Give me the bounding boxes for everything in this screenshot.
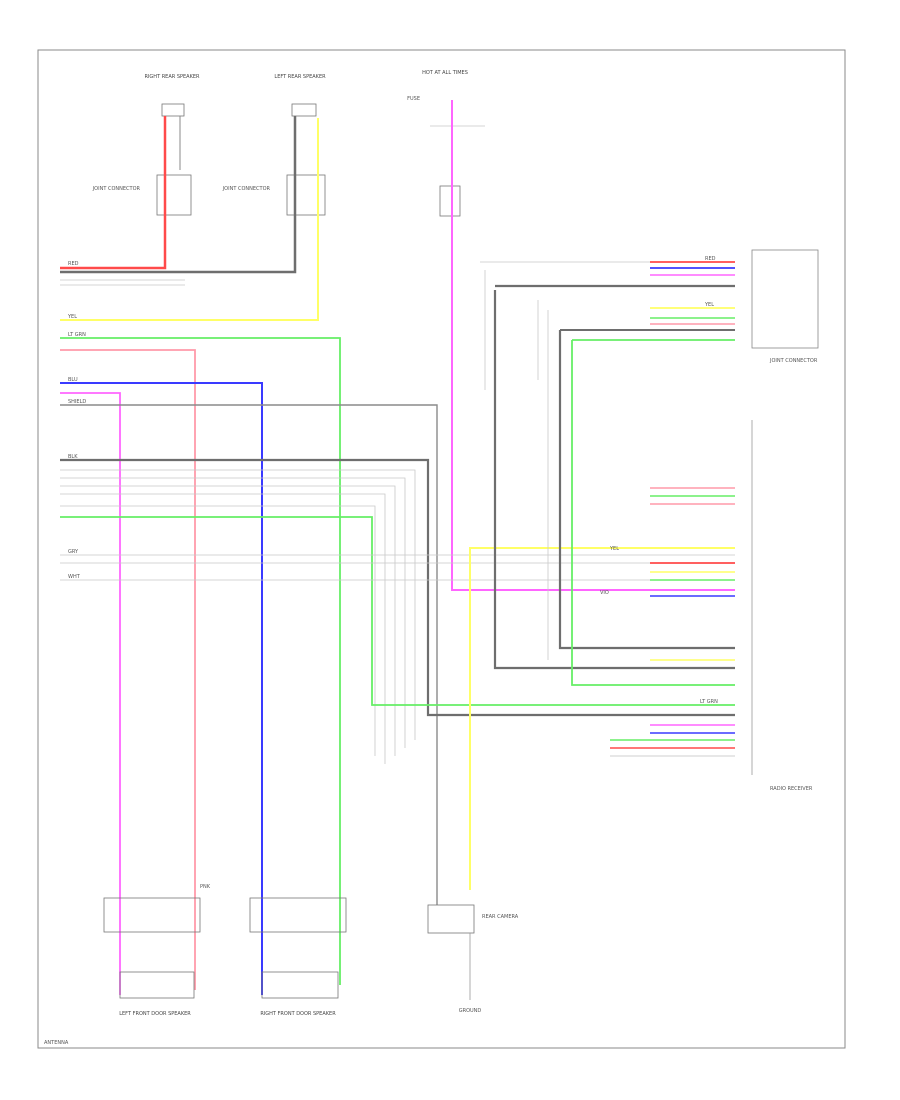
radio-receiver-label: RADIO RECEIVER — [770, 786, 813, 792]
wire-violet-fuse — [451, 100, 735, 591]
wire-label-shield: SHIELD — [68, 399, 86, 405]
wire-label-gry: GRY — [68, 549, 79, 555]
right-tweeter-box — [249, 897, 347, 933]
joint-connector-box — [751, 249, 819, 349]
left-tweeter-box — [103, 897, 201, 933]
wires-right-bus — [480, 261, 735, 686]
joint-connector-stubs — [650, 261, 735, 325]
wire-red-rear — [60, 116, 167, 270]
wire-pink-door-left — [60, 349, 196, 990]
rear-speaker-right-box — [161, 103, 185, 117]
fuse-group: HOT AT ALL TIMES FUSE — [407, 70, 485, 217]
rear-speaker-left-group: LEFT REAR SPEAKER JOINT CONNECTOR — [222, 74, 326, 216]
wire-ltgreen-receiver — [60, 516, 735, 706]
rear-connector-right-box — [286, 174, 326, 216]
rear-speaker-right-label: RIGHT REAR SPEAKER — [144, 74, 200, 80]
radio-receiver-group: RADIO RECEIVER — [610, 420, 813, 792]
wire-lgray-4 — [60, 477, 406, 748]
rear-speaker-left-label: LEFT REAR SPEAKER — [274, 74, 326, 80]
rear-camera-box — [427, 904, 475, 934]
wires-top-left — [60, 100, 735, 591]
rear-speaker-left-box — [291, 103, 317, 117]
wire-lgray-3 — [60, 469, 416, 740]
wire-shield — [60, 404, 438, 905]
right-door-speaker-group: RIGHT FRONT DOOR SPEAKER — [249, 897, 347, 1017]
rear-camera-group: REAR CAMERA GROUND — [427, 904, 519, 1014]
wire-label-blk: BLK — [68, 454, 78, 460]
rear-camera-label: REAR CAMERA — [482, 914, 519, 920]
rear-speaker-right-group: RIGHT REAR SPEAKER JOINT CONNECTOR — [92, 74, 200, 216]
left-door-speaker-group: LEFT FRONT DOOR SPEAKER — [103, 897, 201, 1017]
wire-label-wht: WHT — [68, 574, 81, 580]
wire-lgray-5 — [60, 485, 396, 756]
wire-label-yel-camera: YEL — [609, 546, 619, 552]
wire-label-grn-right: LT GRN — [700, 699, 718, 705]
diagram-frame — [37, 49, 846, 1049]
left-door-speaker-label: LEFT FRONT DOOR SPEAKER — [119, 1011, 191, 1017]
rear-connector-left-label: JOINT CONNECTOR — [92, 186, 141, 192]
wire-black-rear — [60, 116, 297, 274]
right-door-speaker-box — [261, 971, 339, 999]
ground-label: GROUND — [459, 1008, 482, 1014]
hot-at-all-times-label: HOT AT ALL TIMES — [422, 70, 468, 76]
fuse-label: FUSE — [407, 96, 420, 102]
page-code-label: ANTENNA — [44, 1040, 69, 1046]
fuse-connector-box — [439, 185, 461, 217]
wire-blue-door-right — [60, 382, 263, 995]
wire-green-receiver — [571, 340, 735, 686]
joint-connector-label: JOINT CONNECTOR — [769, 358, 818, 364]
wires-left-runs — [60, 337, 735, 995]
wire-label-yel: YEL — [67, 314, 77, 320]
wire-label-red-right: RED — [705, 256, 716, 262]
wire-label-yel-right: YEL — [704, 302, 714, 308]
wire-gray-receiver-a — [493, 290, 735, 670]
left-door-speaker-box — [119, 971, 195, 999]
wire-label-red: RED — [68, 261, 79, 267]
wire-label-vio: VIO — [600, 590, 609, 596]
wire-lgray-6 — [60, 493, 386, 764]
wire-label-grn: LT GRN — [68, 332, 86, 338]
wire-yellow-camera — [469, 547, 735, 890]
wire-green-door-right — [60, 337, 341, 985]
rear-connector-left-box — [156, 174, 192, 216]
wire-lgray-7 — [60, 505, 376, 756]
wire-label-blu: BLU — [68, 377, 78, 383]
right-door-speaker-label: RIGHT FRONT DOOR SPEAKER — [260, 1011, 336, 1017]
wire-violet-door-left — [60, 392, 121, 995]
wire-gray-receiver-b — [558, 330, 735, 650]
wire-gray-bus — [60, 458, 735, 717]
wire-label-pnk: PNK — [200, 884, 211, 890]
wire-yellow-rear — [60, 118, 319, 321]
rear-connector-right-label: JOINT CONNECTOR — [222, 186, 271, 192]
